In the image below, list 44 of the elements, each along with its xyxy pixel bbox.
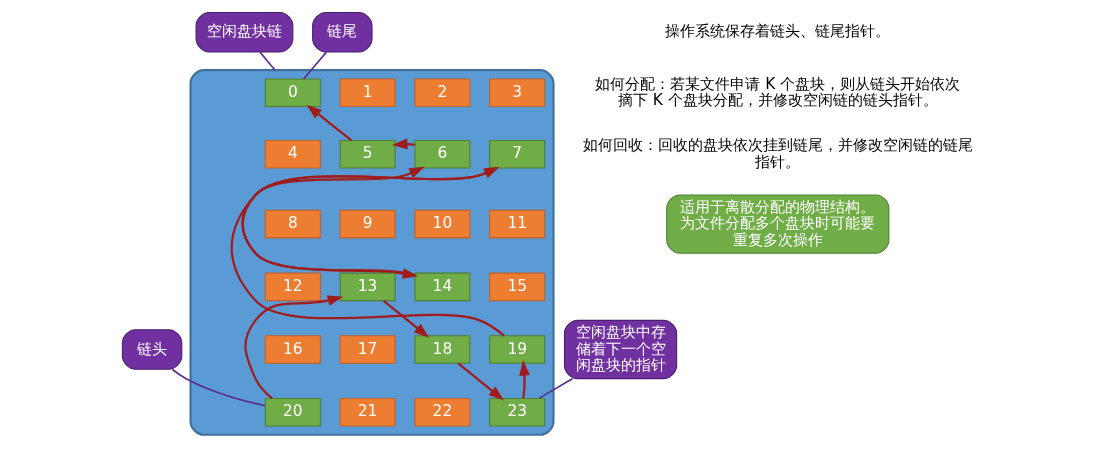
arrow	[230, 166, 505, 337]
label: 如何分配：若某文件申请 K 个盘块，则从链头开始依次摘下 K 个盘块分配，并修改空闲链的链头指针。	[595, 74, 961, 110]
node-box: 23	[489, 397, 546, 427]
node-box: 20	[264, 397, 321, 427]
node-box: 4	[264, 140, 321, 169]
node-box: 12	[264, 272, 321, 302]
connector	[538, 377, 574, 399]
node-box: 19	[489, 335, 546, 364]
arrow	[306, 104, 353, 142]
node-box: 链尾	[312, 11, 373, 53]
node-box: 6	[414, 140, 471, 169]
node-box: 14	[414, 272, 471, 302]
node-box: 13	[339, 272, 396, 302]
node-box: 17	[339, 335, 396, 364]
node-box: 8	[264, 209, 321, 239]
node-box: 链头	[121, 329, 183, 370]
node-box: 9	[339, 209, 396, 239]
node-box: 16	[264, 335, 321, 364]
connector	[171, 368, 266, 407]
node-box: 空闲盘块中存储着下一个空闲盘块的指针	[563, 319, 678, 380]
arrow	[392, 138, 415, 150]
arrow	[519, 360, 530, 399]
connector	[259, 51, 276, 71]
connector	[302, 51, 328, 80]
cluster	[189, 69, 555, 436]
node-box: 7	[489, 140, 546, 169]
node-box: 3	[489, 78, 546, 108]
node-box: 空闲盘块链	[195, 11, 294, 53]
arrow	[244, 295, 344, 400]
label: 操作系统保存着链头、链尾指针。	[665, 22, 891, 41]
label: 如何回收：回收的盘块依次挂到链尾，并修改空闲链的链尾指针。	[582, 136, 973, 171]
node-box: 1	[339, 78, 396, 108]
node-box: 10	[414, 209, 471, 239]
node-box: 22	[414, 397, 471, 427]
node-box: 21	[339, 397, 396, 427]
node-box: 2	[414, 78, 471, 108]
node-box: 11	[489, 209, 546, 239]
node-box: 5	[339, 140, 396, 169]
node-box: 0	[264, 78, 321, 108]
node-box: 15	[489, 272, 546, 302]
node-box: 适用于离散分配的物理结构。为文件分配多个盘块时可能要重复多次操作	[666, 194, 890, 254]
node-box: 18	[414, 335, 471, 364]
arrow	[382, 299, 430, 338]
arrow	[457, 362, 504, 401]
